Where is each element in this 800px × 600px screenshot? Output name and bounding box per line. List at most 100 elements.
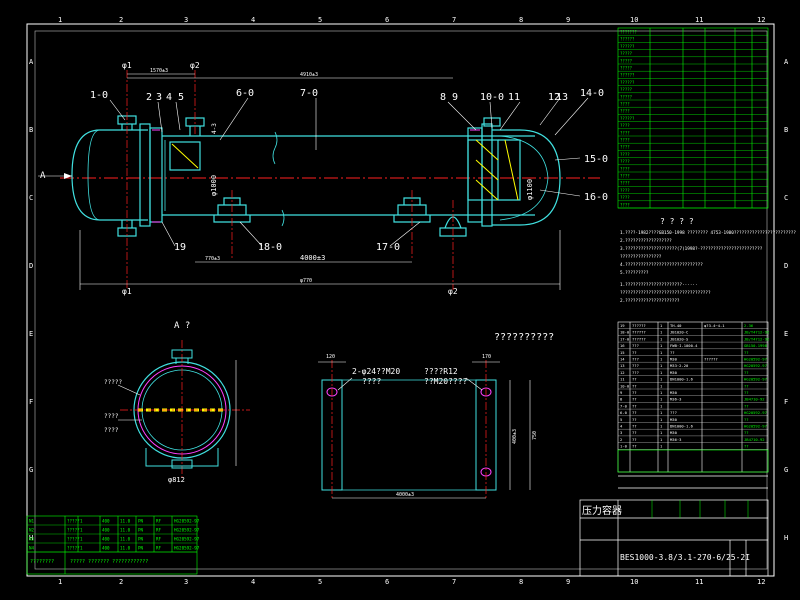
parts-list-table	[617, 321, 769, 473]
parts-cell: M30	[670, 390, 678, 395]
saddle-note: ????	[362, 377, 381, 386]
nozzle-cell: RF	[156, 519, 162, 524]
parts-cell: 1	[660, 350, 663, 355]
parts-cell: ??	[632, 417, 637, 422]
section-a-labels: A ??????????????φ812	[104, 321, 190, 484]
grid-col-label: 12	[757, 578, 765, 586]
view-arrow-icon	[64, 173, 72, 179]
grid-row-label: A	[29, 58, 34, 66]
section-dimension: φ812	[168, 476, 185, 484]
section-label: ????	[104, 413, 119, 420]
parts-cell: 1	[660, 336, 663, 341]
parts-cell: 6-0	[620, 410, 628, 415]
parts-cell: 1	[660, 330, 663, 335]
part-label: 17-0	[376, 242, 400, 253]
tech-row-label: ????	[620, 166, 630, 171]
parts-cell: JB1020-S	[670, 336, 689, 341]
technical-data-rows: ????????????????????????????????????????…	[618, 30, 768, 209]
grid-row-label: C	[784, 194, 788, 202]
tech-row-label: ????	[620, 159, 630, 164]
parts-cell: 10-0	[620, 383, 630, 388]
part-label: 11	[508, 92, 520, 103]
parts-cell: 1	[660, 343, 663, 348]
title-block	[579, 475, 769, 577]
parts-cell: M33·2-20	[670, 363, 689, 368]
tech-row-label: ????	[620, 195, 630, 200]
parts-cell: 3	[620, 430, 622, 435]
parts-cell: JB4710-92	[744, 397, 765, 402]
part-label: 13	[556, 92, 568, 103]
tech-row-label: ?????	[620, 66, 633, 71]
view-arrow-label: A	[40, 171, 46, 181]
parts-cell: JB4710-92	[744, 437, 765, 442]
notes-heading: ? ? ? ?	[660, 217, 694, 226]
saddle-note: ????R12	[424, 367, 458, 376]
nozzle-cell: 11.0	[120, 537, 131, 542]
parts-cell: 16	[620, 343, 625, 348]
nozzle-cell: HG20592-97	[174, 546, 200, 551]
dimension-text: 170	[482, 354, 491, 360]
parts-cell: 12	[620, 370, 625, 375]
parts-cell: M36·3	[670, 397, 681, 402]
parts-cell: 1	[660, 437, 663, 442]
parts-cell: ??	[632, 430, 637, 435]
nozzle-cell: 11.0	[120, 546, 131, 551]
grid-col-label: 3	[184, 578, 188, 586]
nozzle-cell: 400	[102, 537, 110, 542]
technical-notes: ? ? ? ?1.????·1982????GB150·1998 ???????…	[620, 217, 796, 304]
parts-cell: 1	[660, 383, 663, 388]
nozzle-cell: N3	[29, 537, 35, 542]
nozzle-cell: N4	[29, 546, 35, 551]
parts-cell: ??	[744, 430, 749, 435]
tech-row-label: ?????	[620, 51, 633, 56]
parts-cell: ??????	[632, 336, 646, 341]
grid-row-label: H	[784, 534, 788, 542]
grid-col-label: 9	[566, 16, 570, 24]
grid-col-label: 10	[630, 578, 638, 586]
tech-row-label: ????	[620, 130, 630, 135]
grid-col-label: 1	[58, 578, 62, 586]
parts-cell: M30	[670, 357, 678, 362]
parts-cell: 19	[620, 323, 625, 328]
dimension-text: 4910±3	[300, 72, 318, 78]
parts-cell: ???	[632, 357, 639, 362]
parts-cell: HG20592-97	[744, 377, 767, 382]
parts-cell: 14	[620, 357, 625, 362]
parts-cell: M30	[670, 417, 678, 422]
grid-col-label: 1	[58, 16, 62, 24]
part-label: 15-0	[584, 154, 608, 165]
parts-cell: ??	[744, 444, 749, 449]
part-label: 6-0	[236, 88, 254, 99]
saddle-note: 2-φ24??M20	[352, 367, 400, 376]
note-line: 4.??????????????????????????????	[620, 262, 703, 268]
grid-row-label: E	[29, 330, 33, 338]
parts-cell: ???	[632, 343, 639, 348]
dimension-text: 750	[532, 431, 538, 440]
nozzle-cell: 400	[102, 528, 110, 533]
nozzle-cell: HG20592-97	[174, 519, 200, 524]
grid-col-label: 2	[119, 16, 123, 24]
parts-cell: 1	[660, 357, 663, 362]
parts-cell: 1-0	[620, 444, 628, 449]
parts-cell: 17-0	[620, 336, 630, 341]
dimension-text: 4000±3	[300, 254, 325, 262]
drawing-frame	[26, 23, 775, 577]
dimension-text: 400±3	[512, 429, 518, 444]
part-label: 5	[178, 92, 184, 103]
grid-row-label: D	[29, 262, 33, 270]
part-label: 8	[440, 92, 446, 103]
part-label: 7-0	[300, 88, 318, 99]
section-label: ????	[104, 427, 119, 434]
parts-cell: ??	[632, 403, 637, 408]
nozzle-cell: ?????	[67, 546, 80, 551]
nozzle-cell: N1	[29, 519, 35, 524]
nozzle-cell: ?????	[67, 519, 80, 524]
tech-row-label: ??????	[620, 37, 635, 42]
nozzle-cell: PN	[138, 537, 144, 542]
parts-cell: ???	[670, 410, 677, 415]
nozzle-label: φ1	[122, 287, 132, 296]
